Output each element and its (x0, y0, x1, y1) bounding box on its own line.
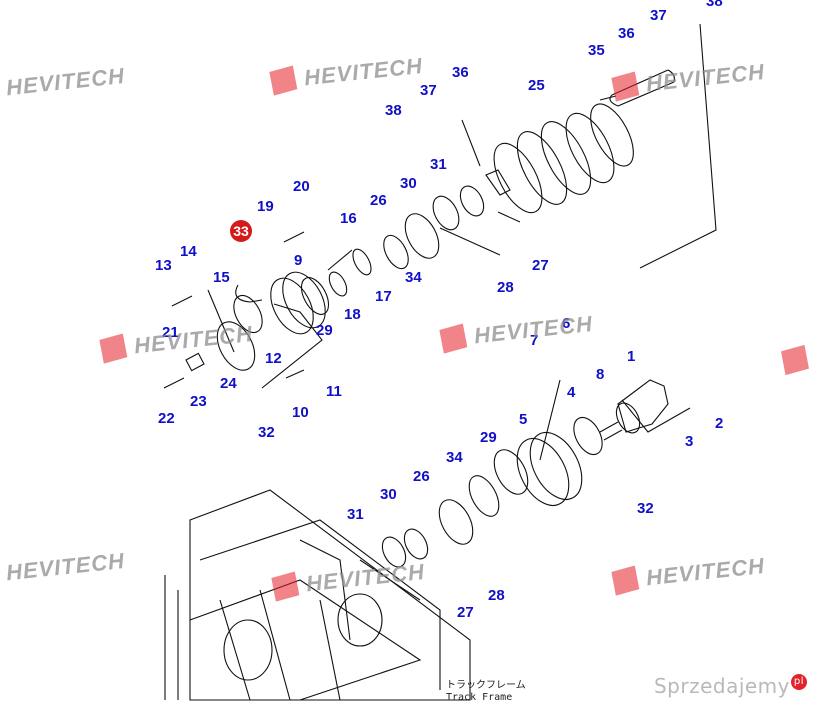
label-31-top: 31 (430, 156, 447, 173)
watermark: HEVITECH (267, 52, 424, 96)
idler-drum (485, 95, 634, 223)
label-8: 8 (596, 366, 605, 383)
watermark-logo-icon (269, 65, 298, 96)
label-30: 30 (380, 486, 397, 503)
track-frame-caption: トラックフレーム Track Frame (446, 680, 526, 704)
label-22: 22 (158, 410, 175, 427)
label-35: 35 (588, 42, 605, 59)
label-37-top: 38 (706, 0, 723, 10)
label-37: 38 (385, 102, 402, 119)
label-11: 11 (326, 383, 342, 400)
label-13: 13 (155, 257, 172, 274)
label-20: 20 (293, 178, 310, 195)
label-17: 17 (375, 288, 392, 305)
label-28-top: 28 (497, 279, 514, 296)
watermark: HEVITECH (437, 310, 594, 354)
watermark-logo-icon (781, 344, 809, 376)
label-34: 34 (446, 449, 463, 466)
watermark-logo-icon (439, 323, 468, 354)
label-14: 14 (180, 243, 197, 260)
watermark: HEVITECH (609, 552, 766, 596)
brand-text: Sprzedajemy (653, 674, 790, 698)
label-16: 16 (340, 210, 357, 227)
label-9: 9 (294, 252, 303, 269)
label-29: 29 (480, 429, 497, 446)
label-6: 6 (562, 315, 571, 332)
label-25: 25 (528, 77, 545, 94)
label-15: 15 (213, 269, 230, 286)
track-frame-caption-jp: トラックフレーム (446, 680, 526, 691)
label-3: 3 (685, 433, 694, 450)
label-19: 19 (257, 198, 274, 215)
label-38-top: 37 (650, 7, 667, 24)
watermark: HEVITECH (609, 58, 766, 102)
label-7: 7 (530, 332, 539, 349)
label-5: 5 (519, 411, 528, 428)
watermark (779, 344, 812, 376)
label-21: 21 (162, 324, 179, 341)
label-34-top: 34 (405, 269, 422, 286)
label-36-top: 36 (618, 25, 635, 42)
watermark-logo-icon (611, 565, 640, 596)
watermark-logo-icon (611, 71, 640, 102)
label-36: 36 (452, 64, 469, 81)
label-30-top: 30 (400, 175, 417, 192)
label-23: 23 (190, 393, 207, 410)
label-2: 2 (715, 415, 724, 432)
watermark-logo-icon (271, 571, 300, 602)
watermark: HEVITECH (97, 320, 254, 364)
label-1: 1 (627, 348, 636, 365)
label-12: 12 (265, 350, 282, 367)
watermark: HEVITECH (269, 558, 426, 602)
label-26: 26 (413, 468, 430, 485)
label-29-top: 29 (316, 322, 333, 339)
label-4: 4 (567, 384, 576, 401)
label-28: 28 (488, 587, 505, 604)
label-32-top: 32 (258, 424, 275, 441)
label-10: 10 (292, 404, 309, 421)
watermark-logo-icon (0, 75, 2, 106)
label-24: 24 (220, 375, 237, 392)
label-32: 32 (637, 500, 654, 517)
watermark-logo-icon (0, 560, 2, 591)
label-38: 37 (420, 82, 437, 99)
label-18: 18 (344, 306, 361, 323)
label-27-top: 27 (532, 257, 549, 274)
label-33-highlighted: 33 (230, 220, 252, 242)
track-frame-caption-en: Track Frame (446, 692, 513, 703)
brand-suffix-badge: pl (791, 674, 807, 690)
label-26-top: 26 (370, 192, 387, 209)
label-31: 31 (347, 506, 364, 523)
watermark-logo-icon (99, 333, 128, 364)
track-frame-drawing (164, 489, 471, 701)
label-27: 27 (457, 604, 474, 621)
